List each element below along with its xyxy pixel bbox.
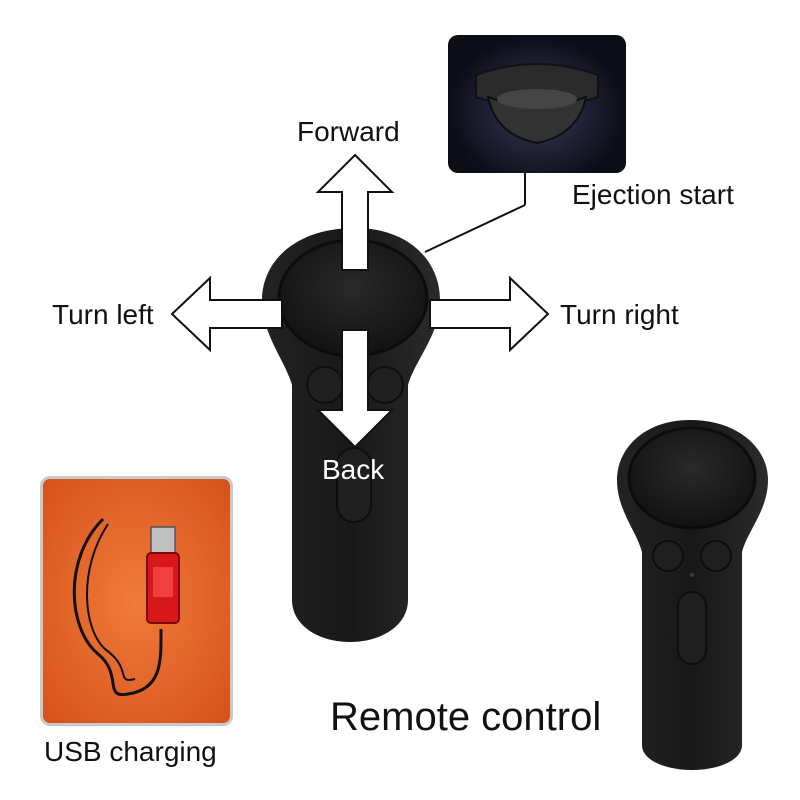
turn-left-arrow (170, 275, 283, 353)
ejection-start-label: Ejection start (572, 179, 734, 210)
small-remote-volume-rocker (677, 591, 707, 665)
ejection-button-icon (475, 63, 599, 145)
main-remote-volume-rocker (336, 447, 372, 523)
ejection-closeup-panel (448, 35, 626, 173)
turn-right-arrow (429, 275, 550, 353)
forward-label: Forward (297, 116, 400, 147)
small-remote-right-button (700, 540, 732, 572)
remote-control-label: Remote control (330, 695, 602, 739)
ejection-leader-line-diagonal (424, 204, 526, 253)
back-arrow (315, 329, 395, 449)
turn-left-label: Turn left (52, 299, 154, 330)
usb-cable-icon (72, 517, 180, 697)
small-remote-left-button (652, 540, 684, 572)
main-remote-left-button (306, 366, 344, 404)
main-remote-right-button (366, 366, 404, 404)
usb-charging-label: USB charging (44, 736, 217, 767)
small-remote (617, 420, 768, 770)
turn-right-label: Turn right (560, 299, 679, 330)
back-label: Back (322, 454, 385, 485)
usb-charging-panel (40, 476, 233, 726)
forward-arrow (315, 153, 395, 271)
small-remote-indicator (690, 573, 694, 577)
small-remote-touchpad (627, 426, 757, 530)
